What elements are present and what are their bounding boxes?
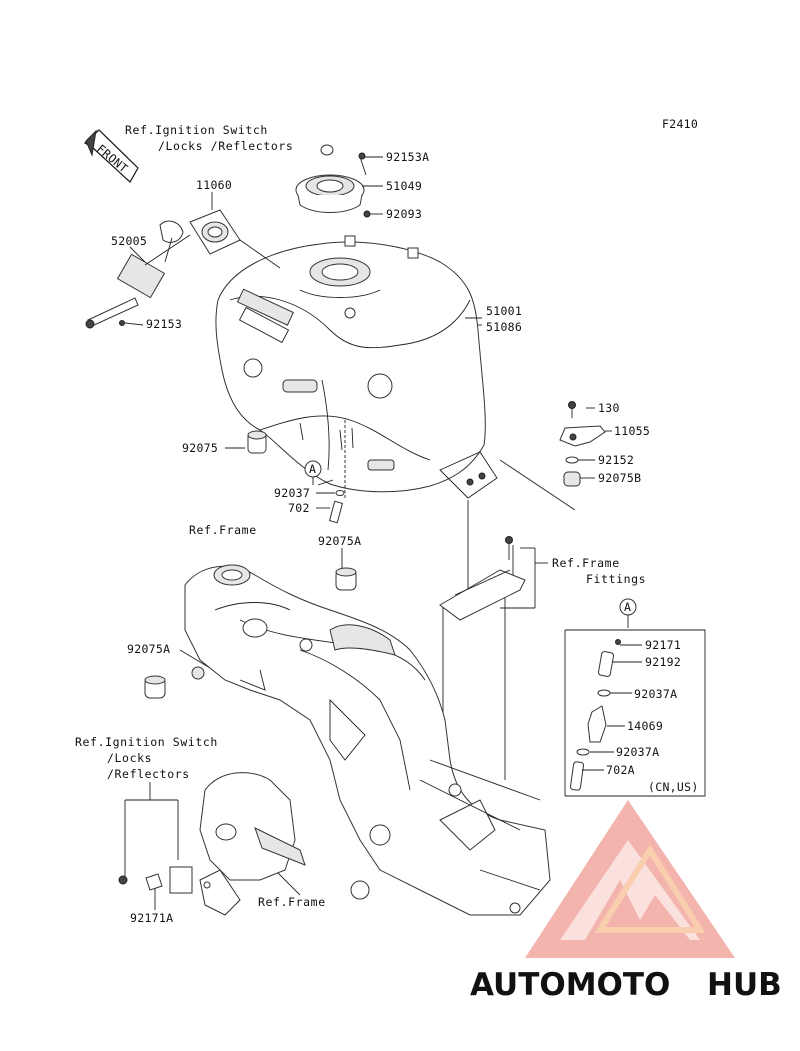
ref-frame-bottom: Ref.Frame	[258, 895, 326, 909]
part-51086: 51086	[486, 320, 522, 334]
part-51049: 51049	[386, 179, 422, 193]
marker-a-inset: A	[619, 598, 637, 628]
part-14069: 14069	[627, 719, 663, 733]
part-92192: 92192	[645, 655, 681, 669]
part-92093: 92093	[386, 207, 422, 221]
ref-frame-fittings-line1: Ref.Frame	[552, 556, 620, 570]
part-92171: 92171	[645, 638, 681, 652]
part-92171A: 92171A	[130, 911, 173, 925]
ref-frame-top: Ref.Frame	[189, 523, 257, 537]
fuel-cap-part	[295, 144, 371, 218]
part-92075B: 92075B	[598, 471, 641, 485]
marker-a-top: A	[304, 460, 334, 486]
small-tube-parts	[328, 490, 345, 524]
part-92153: 92153	[146, 317, 182, 331]
part-11060: 11060	[196, 178, 232, 192]
leader-lines	[124, 156, 612, 910]
svg-text:AUTOMOTO: AUTOMOTO	[470, 967, 670, 1003]
motorcycle-frame	[184, 564, 551, 916]
ref-frame-fittings-line2: Fittings	[586, 572, 646, 586]
ref-ignition-top-line1: Ref.Ignition Switch	[125, 123, 268, 137]
part-92153A: 92153A	[386, 150, 429, 164]
fuel-tank	[215, 235, 498, 499]
figure-code: F2410	[662, 117, 698, 131]
watermark-text: AUTOMOTO HUB	[470, 967, 782, 1003]
frame-fittings-bracket	[439, 536, 526, 621]
part-92075A-lower: 92075A	[127, 642, 170, 656]
ref-ignition-bottom-line3: /Reflectors	[107, 767, 190, 781]
ignition-switch-area	[118, 772, 306, 916]
watermark-logo	[525, 800, 735, 958]
svg-text:A: A	[309, 462, 316, 476]
part-52005: 52005	[111, 234, 147, 248]
svg-text:HUB: HUB	[707, 967, 782, 1003]
ref-ignition-top-line2: /Locks /Reflectors	[158, 139, 293, 153]
part-92075A-upper: 92075A	[318, 534, 361, 548]
ref-ignition-bottom-line1: Ref.Ignition Switch	[75, 735, 218, 749]
bracket-parts	[559, 401, 606, 487]
detail-inset-box	[564, 629, 706, 797]
part-92037A-upper: 92037A	[634, 687, 677, 701]
ref-ignition-bottom-line2: /Locks	[107, 751, 152, 765]
front-arrow-icon: FRONT	[83, 129, 139, 183]
part-51001: 51001	[486, 304, 522, 318]
part-92152: 92152	[598, 453, 634, 467]
region-note: (CN,US)	[648, 780, 699, 794]
fuel-pump-part	[85, 209, 241, 329]
part-92037A-lower: 92037A	[616, 745, 659, 759]
part-702: 702	[288, 501, 310, 515]
part-92075: 92075	[182, 441, 218, 455]
part-702A: 702A	[606, 763, 635, 777]
part-130: 130	[598, 401, 620, 415]
part-11055: 11055	[614, 424, 650, 438]
part-92037: 92037	[274, 486, 310, 500]
rubber-mounts	[144, 430, 357, 699]
svg-text:A: A	[624, 600, 631, 614]
